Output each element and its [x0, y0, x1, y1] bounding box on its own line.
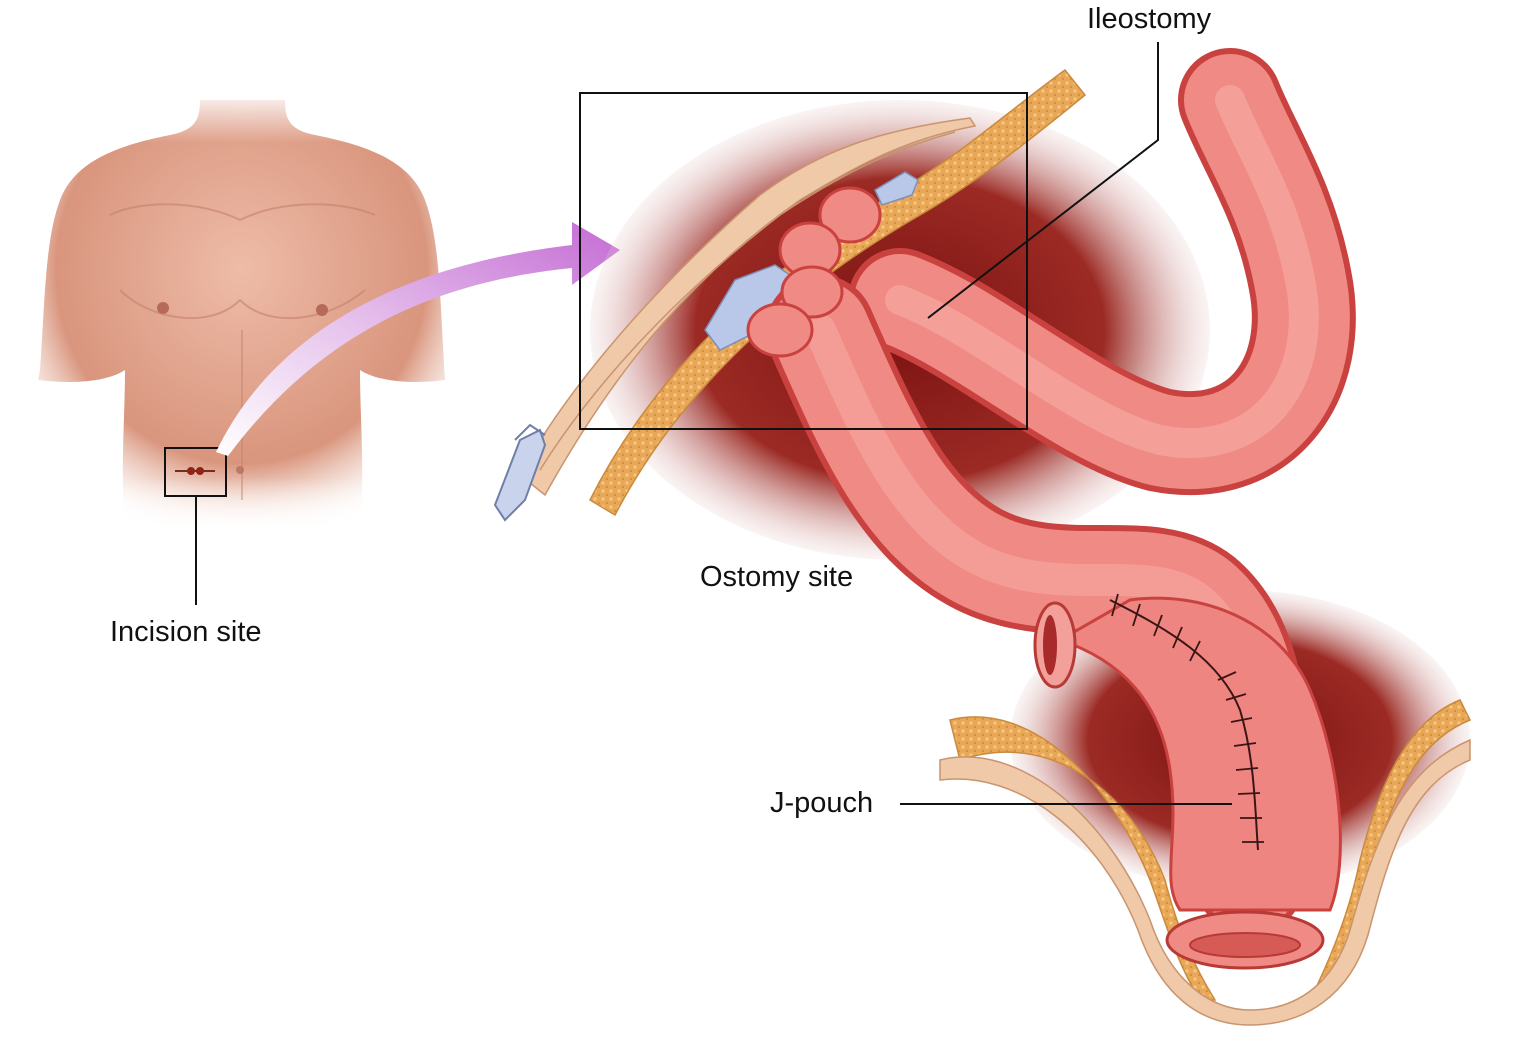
j-pouch-label: J-pouch — [770, 787, 874, 819]
incision-dot-2 — [196, 467, 204, 475]
nipple-right — [316, 304, 328, 316]
small-intestine — [746, 48, 1356, 935]
navel — [236, 466, 244, 474]
ileostomy-leader — [927, 42, 1159, 319]
ileostomy-stoma — [746, 186, 882, 358]
torso-illustration — [30, 90, 460, 605]
j-pouch-body — [1056, 596, 1342, 912]
incision-site-label: Incision site — [110, 616, 262, 648]
staples — [1111, 593, 1264, 843]
ostomy-site-label: Ostomy site — [700, 561, 854, 593]
skin-layer-line — [539, 131, 956, 471]
detail-box — [579, 92, 1028, 430]
skin-clamp — [493, 423, 547, 522]
incision-dot-1 — [187, 467, 195, 475]
ileostomy-label: Ileostomy — [1087, 3, 1212, 35]
pelvic-skin — [939, 738, 1471, 1026]
pelvic-wall-left — [949, 716, 1217, 1001]
nipple-left — [157, 302, 169, 314]
stoma-clamp-upper — [874, 171, 919, 206]
abdominal-wall-skin — [519, 117, 977, 497]
